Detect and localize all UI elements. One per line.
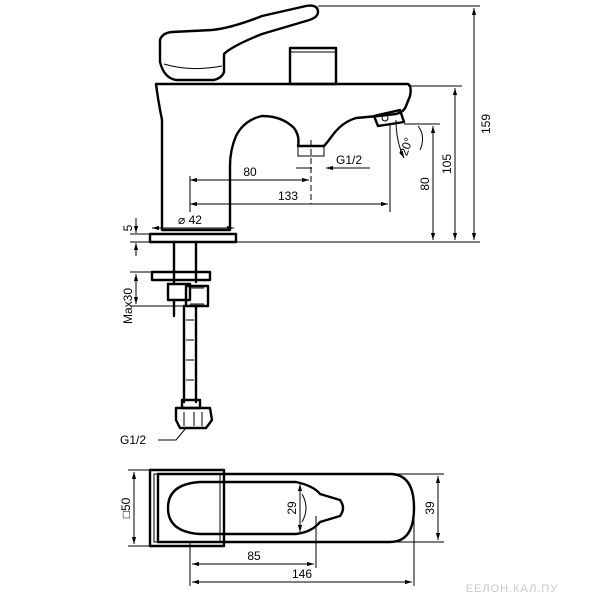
dim-105-label: 105: [440, 154, 454, 174]
base-plate: [148, 232, 238, 244]
thread-outlet-label: G1/2: [336, 153, 362, 167]
mounting-assembly: [150, 240, 214, 430]
dim-80-vertical-label: 80: [418, 177, 432, 191]
faucet-plan-view: [148, 468, 416, 548]
max-thickness-label: Max30: [121, 288, 135, 324]
faucet-side-view: [148, 4, 412, 244]
thread-hose-label: G1/2: [120, 433, 146, 447]
diverter-knob: [288, 46, 338, 86]
plan-dimensions: □50 29 39 85 146: [119, 469, 444, 586]
plan-square-base: [148, 468, 226, 548]
lever-handle: [158, 4, 320, 82]
dim-159-label: 159: [479, 114, 493, 134]
flex-hose: [182, 304, 198, 404]
base-diameter-label: ⌀ 42: [178, 213, 202, 227]
dim-39-label: 39: [423, 501, 437, 515]
dim-85-label: 85: [247, 549, 261, 563]
watermark: ЕЕЛОН.КАЛ.ПУ: [466, 583, 559, 595]
hose-nut: [174, 406, 214, 430]
dim-133-label: 133: [278, 189, 298, 203]
side-dimensions: 159 105 80 20° 80 G1/2 133 ⌀ 42 5: [120, 5, 493, 447]
dim-29-label: 29: [285, 501, 299, 515]
plan-lever: [166, 480, 345, 536]
dim-80-horizontal-label: 80: [243, 165, 257, 179]
angle-label: 20°: [397, 136, 416, 158]
square-size-label: □50: [119, 497, 133, 518]
faucet-body: [154, 82, 412, 232]
dim-146-label: 146: [292, 567, 312, 581]
plate-thickness-label: 5: [121, 224, 135, 231]
